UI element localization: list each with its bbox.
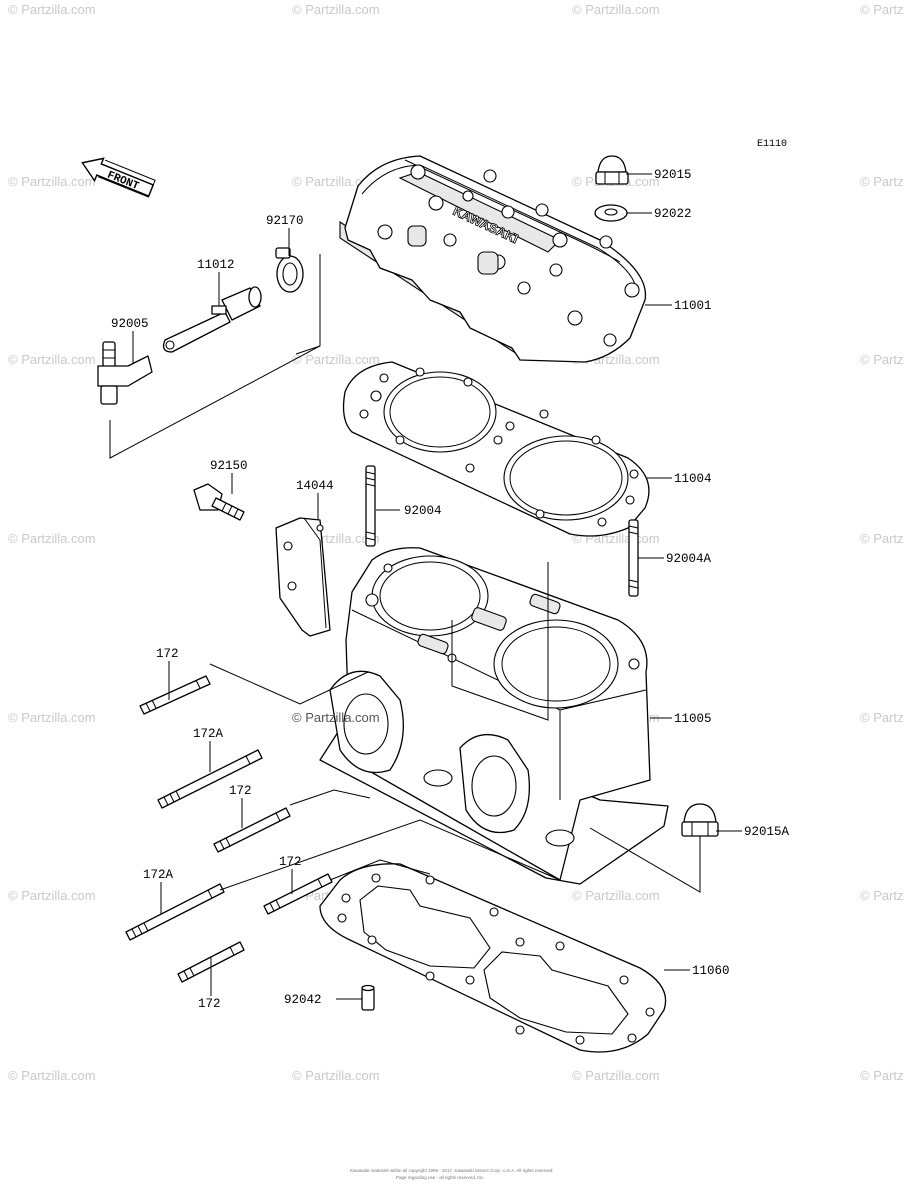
watermark: © Partzilla.com xyxy=(8,2,96,17)
head-gasket xyxy=(342,361,650,537)
bracket xyxy=(275,517,331,637)
hose-clamp xyxy=(275,247,304,293)
bolt xyxy=(193,483,245,521)
callout-92150: 92150 xyxy=(210,459,248,473)
water-fitting xyxy=(162,286,262,353)
watermark: © Partzilla.com xyxy=(292,1068,380,1083)
callout-11012: 11012 xyxy=(197,258,235,272)
cap-nut-a xyxy=(681,803,719,837)
watermark: © Partz xyxy=(860,2,904,17)
stud-172a-bottom xyxy=(125,883,225,941)
stud-172a-top xyxy=(157,749,263,809)
callout-labels: 92015 92022 92170 11012 92005 11001 1100… xyxy=(111,168,790,1011)
cylinder-block xyxy=(319,547,669,885)
callout-92022: 92022 xyxy=(654,207,692,221)
watermark: © Partzilla.com xyxy=(292,2,380,17)
copyright-line-1: Kawasaki materials within all copyright … xyxy=(350,1168,554,1173)
watermark: © Partzilla.com xyxy=(572,1068,660,1083)
stud-172-right xyxy=(263,873,333,915)
callout-172: 172 xyxy=(279,855,302,869)
callout-172a: 172A xyxy=(193,727,224,741)
callout-11001: 11001 xyxy=(674,299,712,313)
callout-172: 172 xyxy=(156,647,179,661)
watermark: © Partzilla.com xyxy=(8,888,96,903)
watermark: © Partzilla.com xyxy=(8,710,96,725)
watermark: © Partzilla.com xyxy=(572,888,660,903)
stud-172-middle xyxy=(213,807,291,853)
watermark: © Partz xyxy=(860,1068,904,1083)
watermark: © Partzilla.com xyxy=(8,352,96,367)
leader-lines xyxy=(132,173,742,1000)
callout-92015: 92015 xyxy=(654,168,692,182)
watermark: © Partzilla.com xyxy=(572,2,660,17)
watermark: © Partzilla.com xyxy=(8,1068,96,1083)
callout-11005: 11005 xyxy=(674,712,712,726)
stud-a xyxy=(628,519,639,597)
base-gasket xyxy=(319,863,667,1053)
callout-172a: 172A xyxy=(143,868,174,882)
callout-172: 172 xyxy=(198,997,221,1011)
cap-nut xyxy=(595,155,629,185)
watermark: © Partzilla.com xyxy=(292,174,380,189)
callout-92170: 92170 xyxy=(266,214,304,228)
watermark: © Partz xyxy=(860,888,904,903)
dowel-pin xyxy=(361,984,375,1011)
watermark: © Partz xyxy=(860,174,904,189)
callout-172: 172 xyxy=(229,784,252,798)
watermark: © Partzilla.com xyxy=(8,174,96,189)
washer xyxy=(594,204,628,222)
watermark: © Partz xyxy=(860,352,904,367)
watermark-center: © Partzilla.com xyxy=(292,710,380,725)
diagram-code: E1110 xyxy=(757,139,787,150)
copyright-line-2: Page regarding use - all rights reserved… xyxy=(396,1175,485,1180)
stud-172-top xyxy=(139,675,211,715)
callout-92004: 92004 xyxy=(404,504,442,518)
callout-14044: 14044 xyxy=(296,479,334,493)
callout-92042: 92042 xyxy=(284,993,322,1007)
callout-92015a: 92015A xyxy=(744,825,790,839)
callout-92004a: 92004A xyxy=(666,552,712,566)
callout-11004: 11004 xyxy=(674,472,712,486)
elbow-fitting xyxy=(97,341,153,405)
watermark: © Partzilla.com xyxy=(8,531,96,546)
stud xyxy=(365,465,376,547)
watermark: © Partzilla.com xyxy=(292,352,380,367)
watermark: © Partz xyxy=(860,710,904,725)
callout-11060: 11060 xyxy=(692,964,730,978)
callout-92005: 92005 xyxy=(111,317,149,331)
watermark: © Partz xyxy=(860,531,904,546)
cylinder-head: KAWASAKI xyxy=(339,155,647,363)
